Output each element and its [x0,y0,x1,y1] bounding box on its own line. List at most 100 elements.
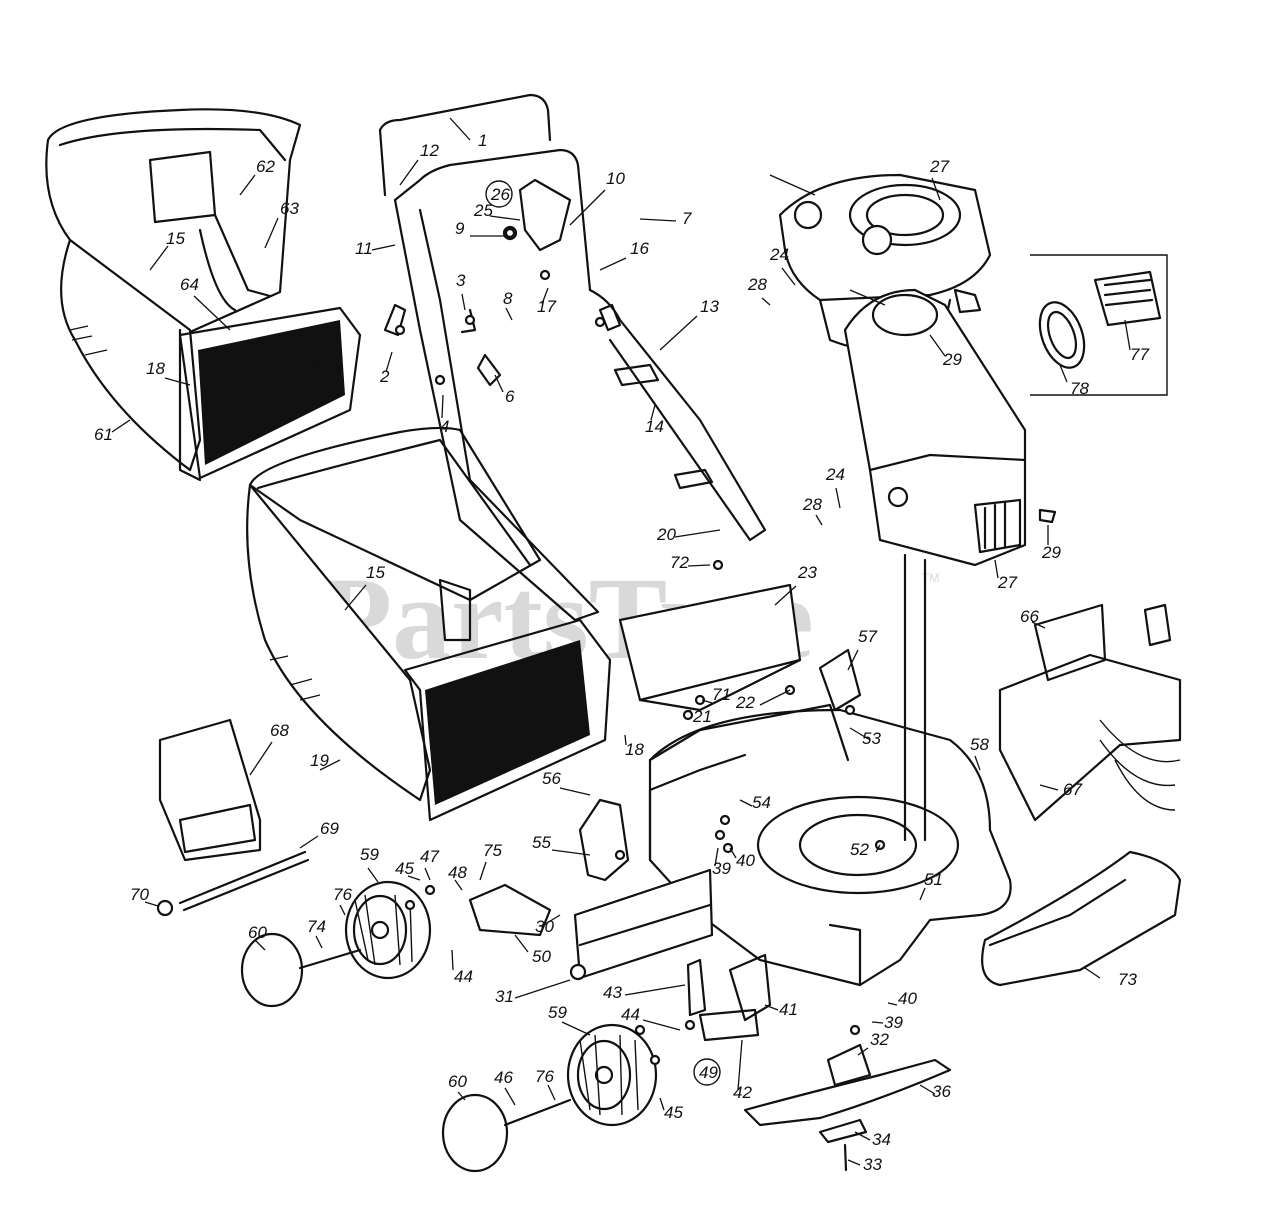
callout-leader-21 [689,709,693,716]
callout-label-15: 15 [366,563,385,582]
callout-leader-43 [624,984,686,996]
callout-leader-40 [729,847,737,859]
fastener [722,842,734,854]
fastener [539,269,551,281]
callout-label-76: 76 [535,1067,554,1086]
callout-leader-75 [479,861,487,881]
callout-label-15: 15 [166,229,185,248]
callout-label-29: 29 [1041,543,1061,562]
fastener [649,1054,661,1066]
callout-leader-45 [659,1097,665,1111]
callout-label-20: 20 [656,525,676,544]
callout-leader-24 [835,487,841,509]
callout-label-13: 13 [700,297,719,316]
fastener [712,559,724,571]
callout-label-22: 22 [735,693,755,712]
callout-leader-78 [1059,364,1068,383]
callout-label-62: 62 [256,157,275,176]
callout-label-50: 50 [532,947,551,966]
callout-label-71: 71 [712,685,731,704]
callout-leader-60 [457,1091,466,1101]
callout-label-23: 23 [797,563,817,582]
callout-label-78: 78 [1070,379,1089,398]
callout-leader-59 [367,867,379,883]
callout-label-49: 49 [699,1063,718,1082]
callout-leader-4 [441,394,444,419]
callout-label-34: 34 [872,1130,891,1149]
callout-leader-3 [461,293,466,311]
callout-label-40: 40 [898,989,917,1008]
callout-leader-17 [541,287,549,305]
callout-leader-27 [994,559,999,579]
fastener [849,1024,861,1036]
callout-leader-42 [737,1039,743,1091]
rear-baffle [468,798,714,981]
callout-leader-56 [559,787,591,796]
callout-label-54: 54 [752,793,771,812]
callout-leader-24 [781,267,796,286]
callout-label-52: 52 [850,840,869,859]
callout-label-76: 76 [333,885,352,904]
callout-leader-16 [599,257,627,271]
callout-label-53: 53 [862,729,881,748]
callout-leader-15 [344,584,367,611]
callout-leader-61 [111,419,131,433]
callout-label-41: 41 [779,1000,798,1019]
chute-parts [158,583,1182,862]
callout-label-60: 60 [448,1072,467,1091]
callout-leader-74 [315,935,323,949]
callout-leader-60 [254,939,266,951]
callout-label-44: 44 [621,1005,640,1024]
callout-leader-66 [1031,621,1046,629]
air-filter-detail [1030,254,1168,396]
callout-leader-13 [659,315,698,351]
callout-leader-34 [854,1131,871,1141]
callout-label-72: 72 [670,553,689,572]
callout-leader-23 [774,585,797,606]
callout-label-75: 75 [483,841,502,860]
callout-leader-73 [1084,967,1101,979]
callout-label-69: 69 [320,819,339,838]
handle-assembly [378,93,767,622]
callout-leader-33 [847,1159,861,1166]
callout-label-57: 57 [858,627,877,646]
fastener [434,374,446,386]
callout-leader-65 [279,349,311,367]
fastener [634,1024,646,1036]
callout-label-59: 59 [548,1003,567,1022]
callout-leader-68 [249,741,273,776]
callout-label-73: 73 [1118,970,1137,989]
callout-leader-7 [639,218,677,222]
callout-leader-22 [759,689,791,706]
callout-leader-27 [931,177,941,201]
callout-leader-45 [407,875,421,881]
callout-leader-30 [541,914,561,927]
callout-label-33: 33 [863,1155,882,1174]
callout-label-64: 64 [180,275,199,294]
callout-label-63: 63 [280,199,299,218]
fastener [504,227,516,239]
fastener [719,814,731,826]
fastener [684,1019,696,1031]
callout-label-28: 28 [747,275,767,294]
blade-assembly [743,1043,952,1172]
callout-leader-72 [687,564,711,567]
callout-label-6: 6 [505,387,515,406]
callout-leader-19 [319,759,341,771]
fastener [464,314,476,326]
callout-circle-49 [693,1058,721,1086]
fastener [594,316,606,328]
callout-label-18: 18 [625,740,644,759]
callout-leader-28 [761,297,771,306]
callout-label-1: 1 [478,131,487,150]
callout-label-39: 39 [712,859,731,878]
callout-leader-20 [674,529,721,538]
callout-leader-52 [875,844,881,853]
callout-label-46: 46 [494,1068,513,1087]
callout-label-45: 45 [395,859,414,878]
front-bumper [981,850,1182,987]
callout-label-40: 40 [736,851,755,870]
rear-axle-bar [156,850,310,917]
callout-leader-10 [569,189,606,226]
callout-leader-48 [454,879,463,891]
